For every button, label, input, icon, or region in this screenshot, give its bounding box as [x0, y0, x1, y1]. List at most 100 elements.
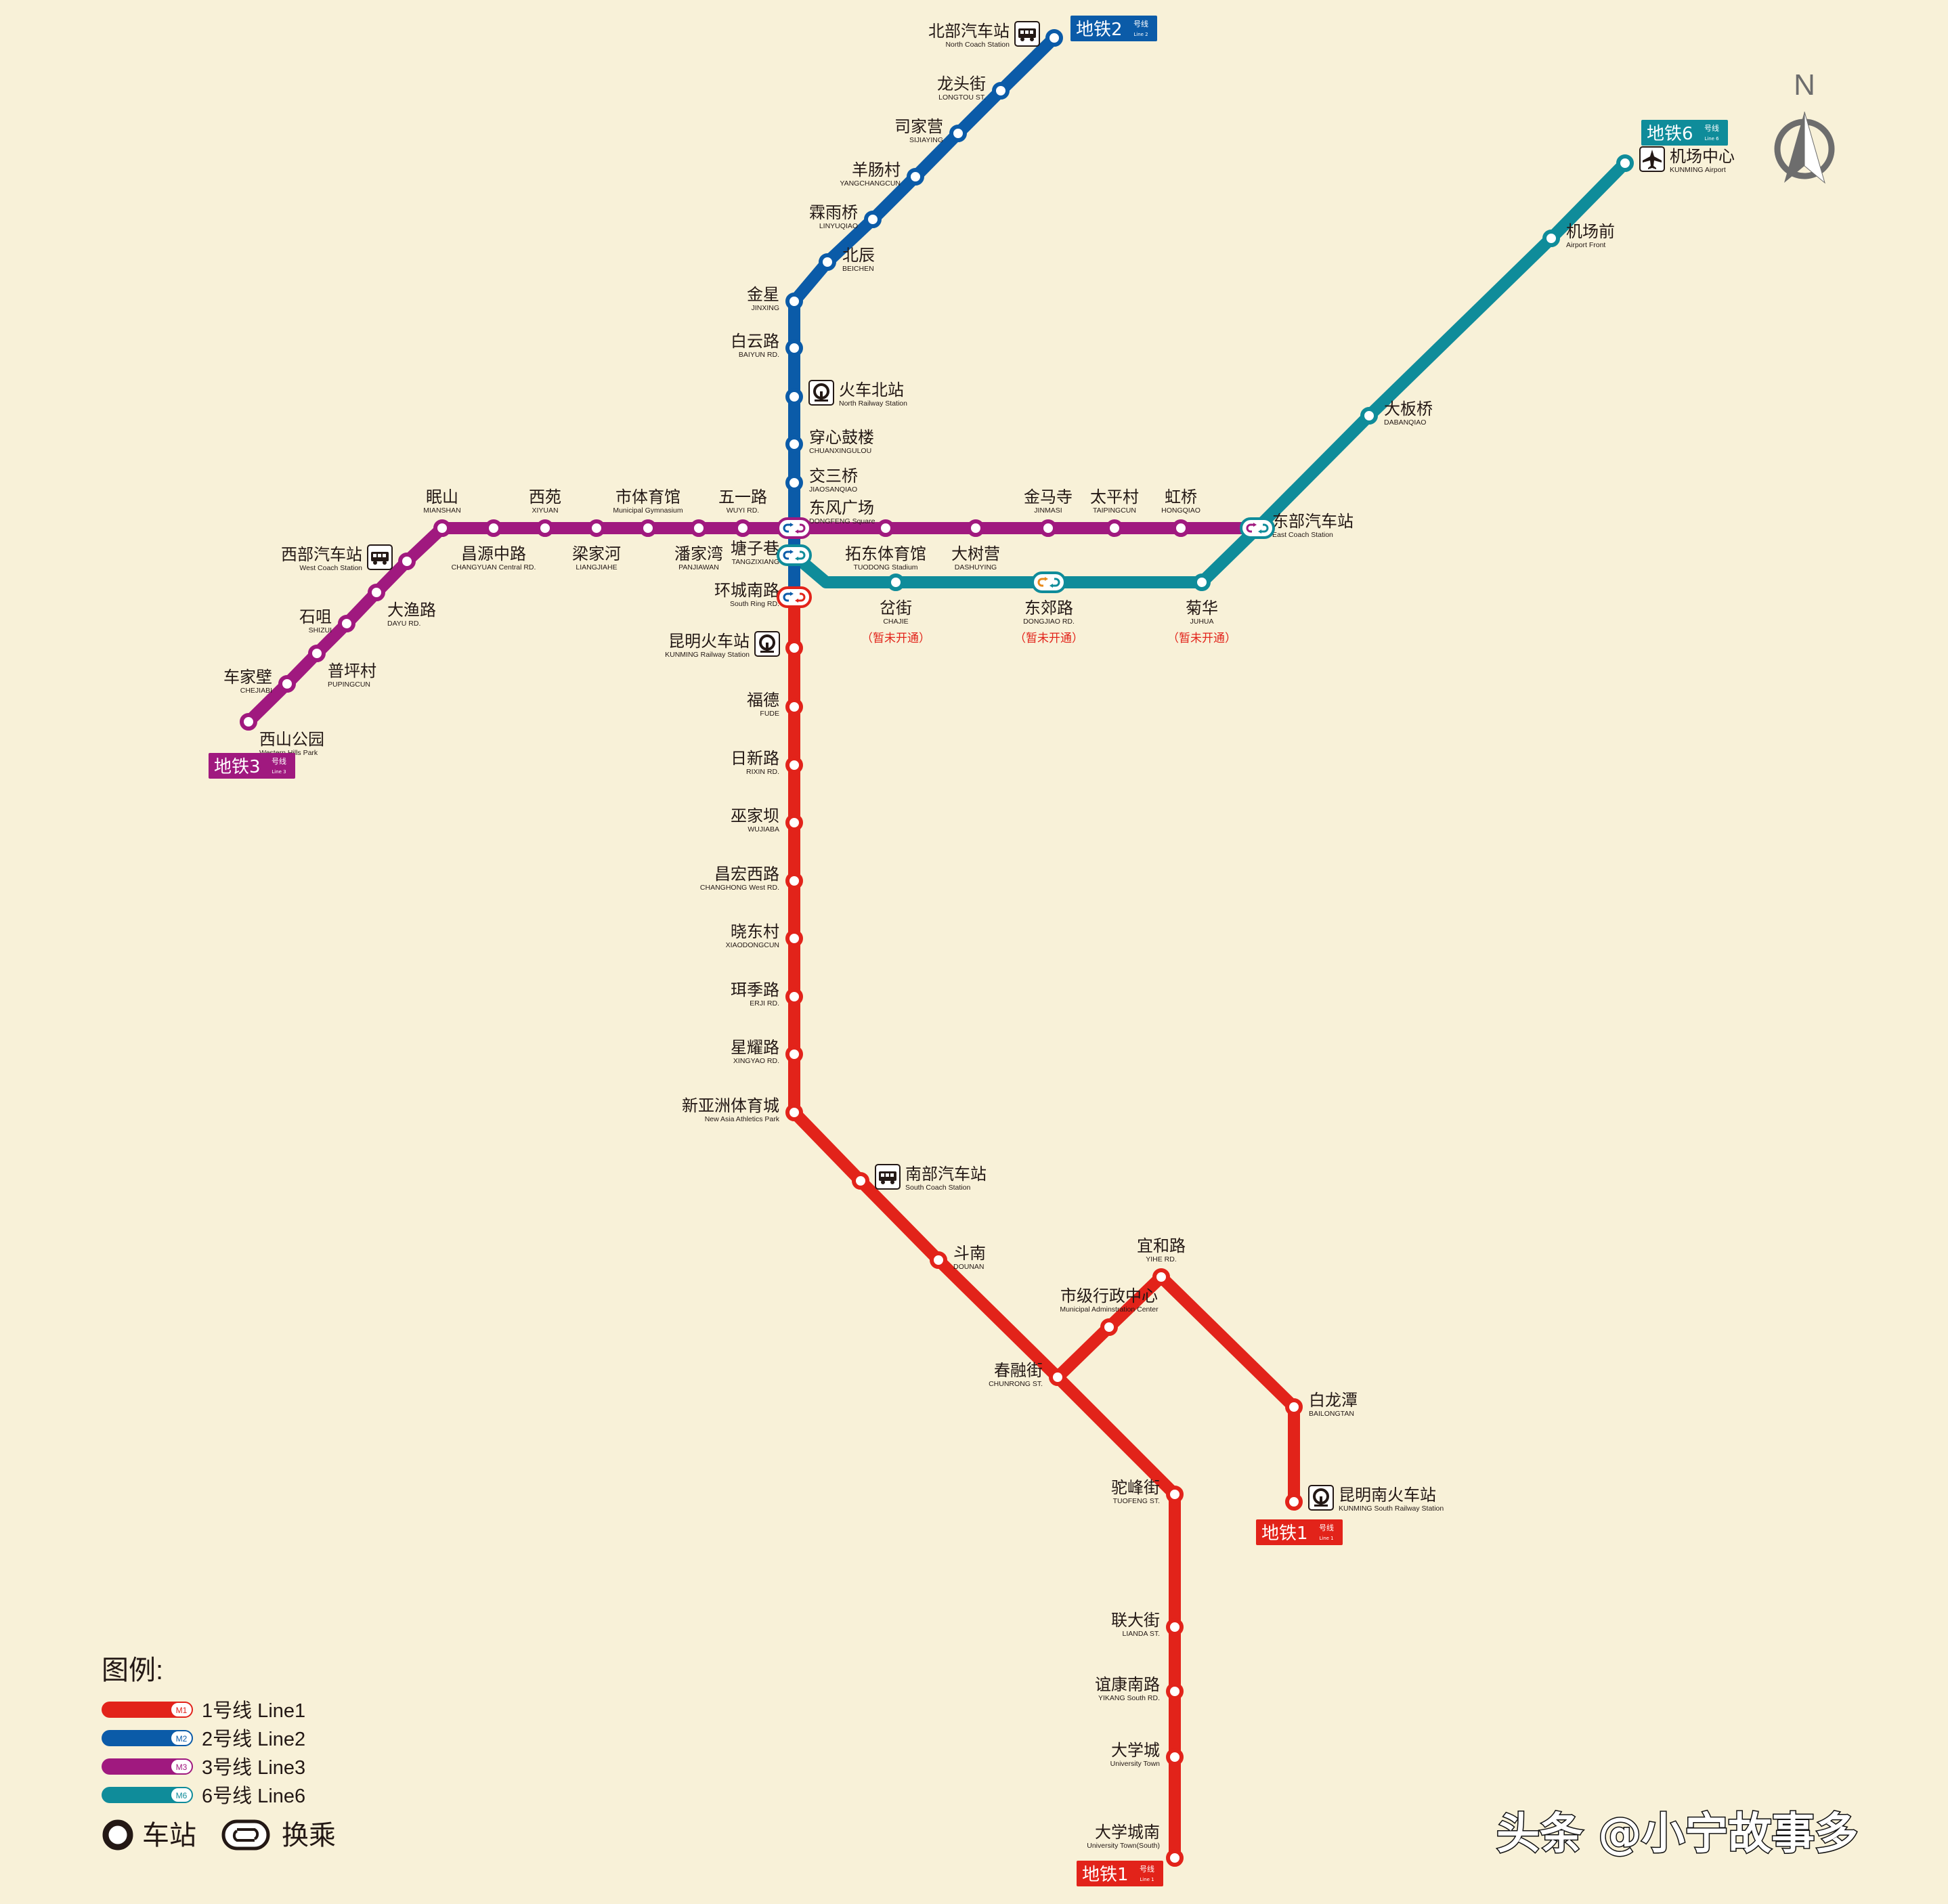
station-marker[interactable]	[536, 519, 554, 537]
station-name-cn: 谊康南路	[1095, 1675, 1160, 1694]
station-marker[interactable]	[785, 293, 803, 310]
station-name-en: DONGJIAO RD.	[1023, 618, 1075, 626]
station-marker[interactable]	[967, 519, 984, 537]
station-name-en: YIHE RD.	[1146, 1255, 1177, 1263]
interchange-icon[interactable]	[777, 544, 812, 566]
station-marker[interactable]	[1166, 1748, 1184, 1766]
north-arrow-icon: N	[1774, 68, 1835, 184]
station-marker[interactable]	[1152, 1268, 1170, 1286]
svg-text:地铁2: 地铁2	[1076, 20, 1123, 40]
station-marker[interactable]	[1542, 230, 1560, 247]
station-marker[interactable]	[1106, 519, 1123, 537]
station-marker[interactable]	[1285, 1493, 1303, 1511]
station-marker[interactable]	[1039, 519, 1057, 537]
svg-text:M6: M6	[176, 1791, 188, 1800]
station-name-en: WUJIABA	[748, 825, 779, 834]
station-marker[interactable]	[785, 1104, 803, 1121]
station-marker[interactable]	[1285, 1398, 1303, 1416]
station-marker[interactable]	[398, 553, 416, 570]
station-marker[interactable]	[1100, 1318, 1118, 1336]
station-marker[interactable]	[785, 930, 803, 947]
station-marker[interactable]	[1166, 1849, 1184, 1867]
station-marker[interactable]	[785, 639, 803, 657]
station-marker[interactable]	[992, 82, 1010, 100]
station-marker[interactable]	[785, 1045, 803, 1063]
station-marker[interactable]	[930, 1251, 947, 1269]
station-name-en: HONGQIAO	[1161, 506, 1200, 515]
station-marker[interactable]	[639, 519, 657, 537]
station-marker[interactable]	[1045, 29, 1063, 47]
station-marker[interactable]	[433, 519, 451, 537]
legend-item-label: 2号线 Line2	[202, 1728, 305, 1750]
station-marker[interactable]	[1172, 519, 1190, 537]
station-name-en: Municipal Adminstration Center	[1060, 1305, 1159, 1314]
station-marker[interactable]	[1166, 1486, 1184, 1503]
station-marker[interactable]	[1360, 407, 1378, 425]
station-marker[interactable]	[338, 615, 355, 632]
station-marker[interactable]	[690, 519, 708, 537]
station-marker[interactable]	[485, 519, 502, 537]
station-marker[interactable]	[785, 388, 803, 406]
station-name-cn: 北部汽车站	[928, 22, 1010, 41]
station-marker[interactable]	[308, 645, 326, 662]
station-marker[interactable]	[1166, 1683, 1184, 1700]
station-marker[interactable]	[785, 435, 803, 453]
station-marker[interactable]	[785, 474, 803, 492]
station-name-en: WUYI RD.	[727, 506, 759, 515]
station-name-cn: 新亚洲体育城	[682, 1096, 779, 1115]
station-name-en: South Coach Station	[905, 1184, 970, 1192]
station-marker[interactable]	[1193, 574, 1211, 591]
station-marker[interactable]	[785, 872, 803, 890]
station-marker[interactable]	[734, 519, 752, 537]
station-marker[interactable]	[1166, 1618, 1184, 1636]
interchange-icon[interactable]	[1240, 517, 1275, 539]
interchange-icon[interactable]	[1031, 571, 1066, 593]
station-marker[interactable]	[785, 698, 803, 716]
station-marker[interactable]	[240, 713, 257, 731]
station-marker[interactable]	[887, 574, 905, 591]
station-marker[interactable]	[785, 756, 803, 774]
interchange-icon[interactable]	[777, 586, 812, 608]
station-marker[interactable]	[785, 988, 803, 1005]
station-marker[interactable]	[1616, 154, 1634, 172]
station-name-cn: 白龙潭	[1309, 1391, 1358, 1410]
station-name-cn: 眠山	[426, 488, 458, 506]
station-marker[interactable]	[864, 211, 882, 228]
station-marker[interactable]	[588, 519, 605, 537]
station-status-note: （暂未开通）	[1014, 632, 1083, 645]
station-name-cn: 市级行政中心	[1060, 1286, 1158, 1305]
station-marker[interactable]	[785, 814, 803, 831]
station-name-en: Municipal Gymnasium	[613, 506, 683, 515]
station-marker[interactable]	[819, 253, 836, 271]
station-marker[interactable]	[877, 519, 894, 537]
station-marker[interactable]	[949, 125, 967, 142]
station-name-cn: 大树营	[951, 544, 1000, 563]
station-name-en: East Coach Station	[1272, 531, 1333, 539]
station-name-cn: 星耀路	[731, 1038, 779, 1057]
station-marker[interactable]	[852, 1172, 869, 1190]
station-marker[interactable]	[785, 339, 803, 357]
station-name-en: KUNMING South Railway Station	[1339, 1505, 1444, 1513]
station-marker[interactable]	[368, 584, 385, 601]
station-marker[interactable]	[1049, 1368, 1066, 1386]
station-marker[interactable]	[278, 675, 296, 693]
station-marker[interactable]	[907, 168, 924, 186]
svg-text:M3: M3	[176, 1762, 188, 1772]
interchange-icon[interactable]	[777, 517, 812, 539]
